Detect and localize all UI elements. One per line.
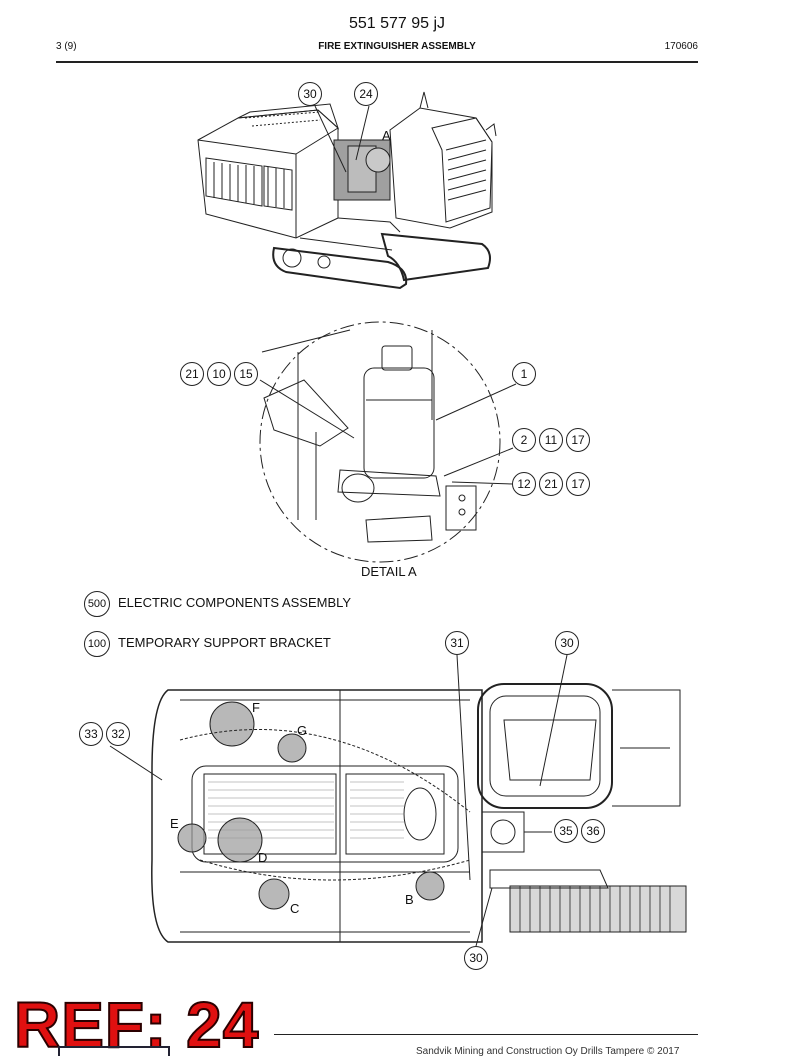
legend-text: TEMPORARY SUPPORT BRACKET — [118, 635, 331, 650]
callout-bubble: 24 — [354, 82, 378, 106]
ref-stamp: REF: 24 — [13, 988, 260, 1062]
location-letter: F — [252, 700, 260, 715]
footer-copyright: Sandvik Mining and Construction Oy Drill… — [416, 1046, 680, 1057]
location-letter: B — [405, 892, 414, 907]
location-letter: D — [258, 850, 268, 865]
location-letter: C — [290, 901, 300, 916]
callout-bubble: 21 — [180, 362, 204, 386]
callout-bubble: 1 — [512, 362, 536, 386]
detail-a-view — [259, 321, 501, 563]
location-letter: E — [170, 816, 179, 831]
callout-bubble: 36 — [581, 819, 605, 843]
callout-bubble: 30 — [555, 631, 579, 655]
callout-bubble: 35 — [554, 819, 578, 843]
detail-label: DETAIL A — [361, 564, 417, 579]
callout-bubble: 12 — [512, 472, 536, 496]
footer-divider — [274, 1034, 698, 1035]
legend-number: 100 — [84, 631, 110, 657]
legend-text: ELECTRIC COMPONENTS ASSEMBLY — [118, 595, 352, 610]
callout-bubble: 32 — [106, 722, 130, 746]
company-logo — [58, 1046, 170, 1056]
location-letter: A — [382, 128, 391, 143]
callout-bubble: 31 — [445, 631, 469, 655]
callout-bubble: 21 — [539, 472, 563, 496]
callout-bubble: 17 — [566, 428, 590, 452]
callout-bubble: 2 — [512, 428, 536, 452]
machine-isometric-view — [197, 91, 497, 290]
callout-bubble: 30 — [464, 946, 488, 970]
location-letter: G — [297, 723, 308, 738]
callout-bubble: 15 — [234, 362, 258, 386]
callout-bubble: 33 — [79, 722, 103, 746]
document-number: 551 577 95 jJ — [348, 15, 446, 32]
machine-plan-view — [151, 683, 687, 943]
legend-number: 500 — [84, 591, 110, 617]
header-divider — [56, 61, 698, 63]
callout-bubble: 11 — [539, 428, 563, 452]
page-indicator: 3 (9) — [56, 41, 77, 52]
callout-bubble: 17 — [566, 472, 590, 496]
page-title: FIRE EXTINGUISHER ASSEMBLY — [318, 41, 476, 52]
callout-bubble: 10 — [207, 362, 231, 386]
callout-bubble: 30 — [298, 82, 322, 106]
document-date: 170606 — [664, 41, 698, 52]
